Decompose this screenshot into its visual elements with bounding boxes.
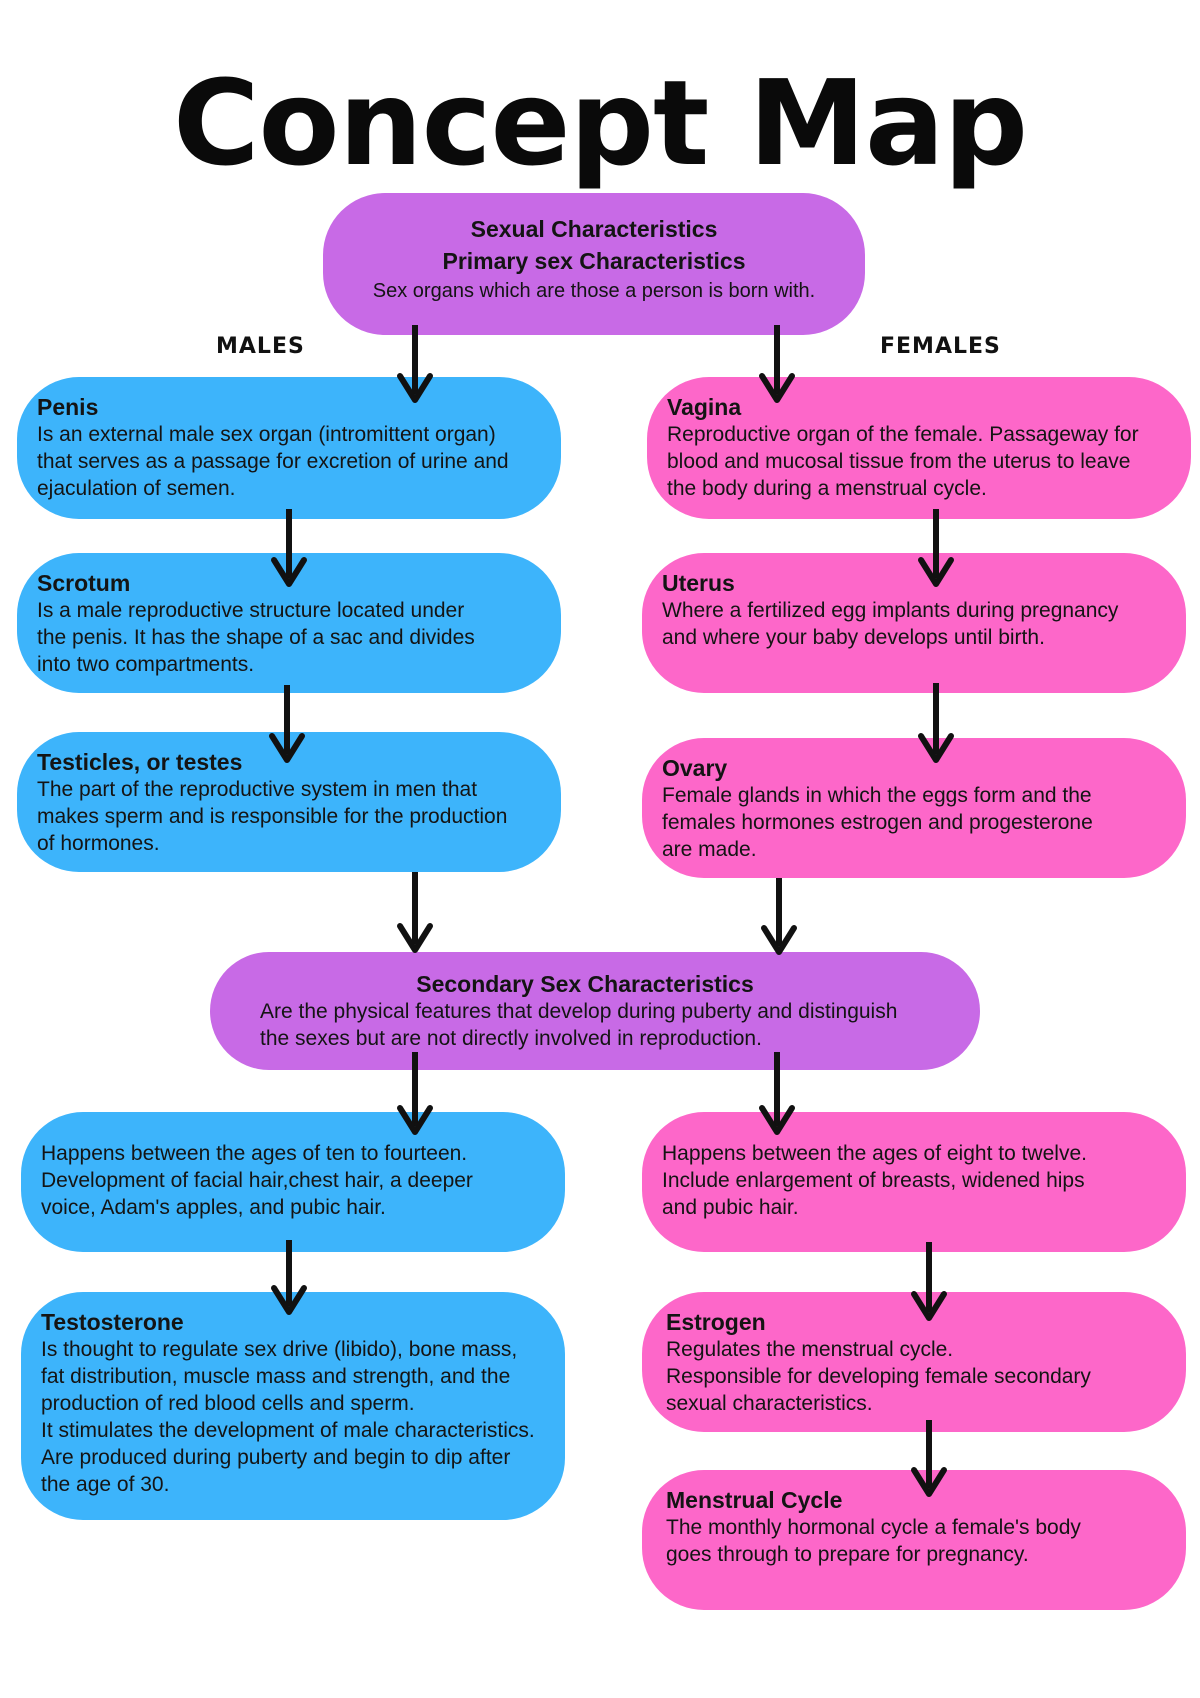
females-label: FEMALES xyxy=(880,334,1001,359)
menstrual-cycle-description: The monthly hormonal cycle a female's bo… xyxy=(666,1516,1081,1566)
scrotum-node: Scrotum Is a male reproductive structure… xyxy=(17,553,561,693)
page-title: Concept Map xyxy=(172,54,1028,192)
vagina-title: Vagina xyxy=(667,394,742,420)
secondary-description: Are the physical features that develop d… xyxy=(260,1000,898,1050)
male-puberty-description: Happens between the ages of ten to fourt… xyxy=(41,1142,473,1219)
males-label: MALES xyxy=(216,334,305,359)
vagina-node: Vagina Reproductive organ of the female.… xyxy=(647,377,1191,519)
estrogen-title: Estrogen xyxy=(666,1309,766,1335)
penis-node: Penis Is an external male sex organ (int… xyxy=(17,377,561,519)
arrow-testes-to-secondary xyxy=(397,872,433,953)
estrogen-description: Regulates the menstrual cycle. Responsib… xyxy=(666,1338,1091,1415)
uterus-node: Uterus Where a fertilized egg implants d… xyxy=(642,553,1186,693)
root-description: Sex organs which are those a person is b… xyxy=(372,280,816,302)
female-puberty-description: Happens between the ages of eight to twe… xyxy=(662,1142,1087,1219)
root-heading-primary-sex-characteristics: Primary sex Characteristics xyxy=(442,248,746,274)
testosterone-node: Testosterone Is thought to regulate sex … xyxy=(21,1292,565,1520)
penis-title: Penis xyxy=(37,394,99,420)
penis-description: Is an external male sex organ (intromitt… xyxy=(37,423,509,500)
estrogen-node: Estrogen Regulates the menstrual cycle. … xyxy=(642,1292,1186,1432)
male-puberty-node: Happens between the ages of ten to fourt… xyxy=(21,1112,565,1252)
testosterone-description: Is thought to regulate sex drive (libido… xyxy=(41,1338,535,1496)
arrow-ovary-to-secondary xyxy=(761,878,797,955)
primary-characteristics-node: Sexual Characteristics Primary sex Chara… xyxy=(323,193,865,335)
testes-title: Testicles, or testes xyxy=(37,749,243,775)
secondary-title: Secondary Sex Characteristics xyxy=(416,971,754,997)
ovary-description: Female glands in which the eggs form and… xyxy=(662,784,1093,861)
ovary-node: Ovary Female glands in which the eggs fo… xyxy=(642,738,1186,878)
uterus-title: Uterus xyxy=(662,570,735,596)
vagina-description: Reproductive organ of the female. Passag… xyxy=(667,423,1139,500)
scrotum-title: Scrotum xyxy=(37,570,131,596)
scrotum-description: Is a male reproductive structure located… xyxy=(37,599,475,676)
testes-description: The part of the reproductive system in m… xyxy=(37,778,508,855)
testes-node: Testicles, or testes The part of the rep… xyxy=(17,732,561,872)
menstrual-cycle-node: Menstrual Cycle The monthly hormonal cyc… xyxy=(642,1470,1186,1610)
ovary-title: Ovary xyxy=(662,755,728,781)
menstrual-cycle-title: Menstrual Cycle xyxy=(666,1487,843,1513)
secondary-characteristics-node: Secondary Sex Characteristics Are the ph… xyxy=(210,952,980,1070)
female-puberty-node: Happens between the ages of eight to twe… xyxy=(642,1112,1186,1252)
uterus-description: Where a fertilized egg implants during p… xyxy=(662,599,1119,649)
root-heading-sexual-characteristics: Sexual Characteristics xyxy=(470,216,718,242)
testosterone-title: Testosterone xyxy=(41,1309,184,1335)
